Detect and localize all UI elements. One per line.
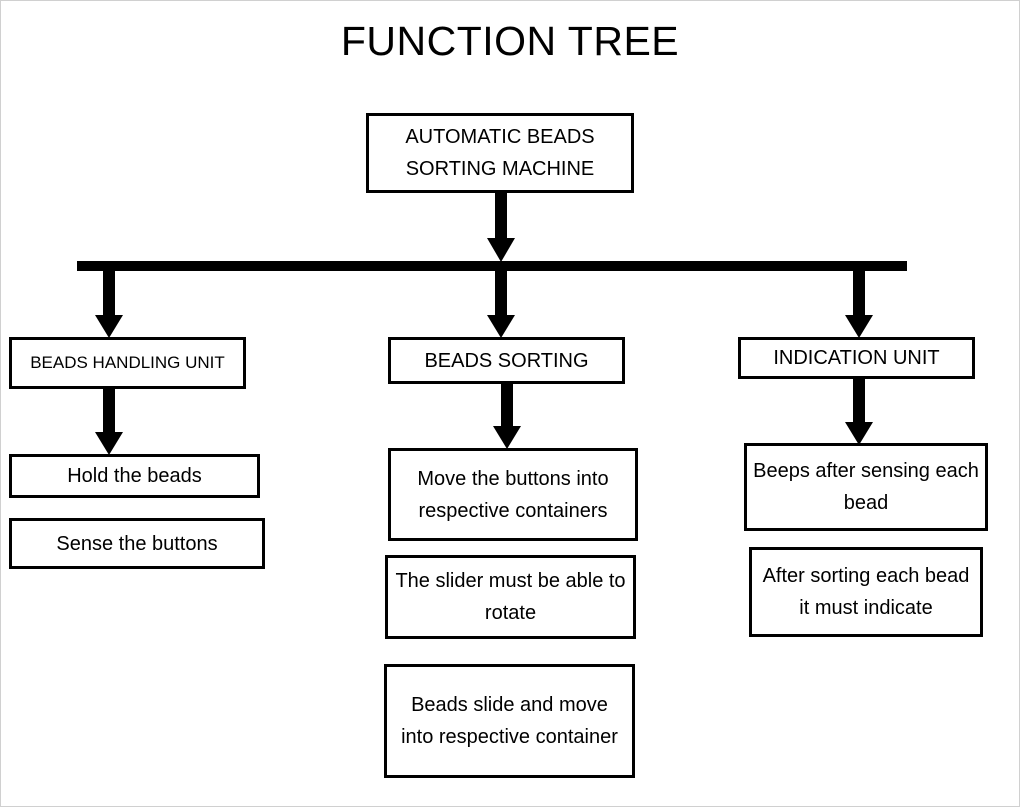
arrow-sorting-to-functions <box>493 383 521 449</box>
function-beads-slide: Beads slide and move into respective con… <box>384 664 635 778</box>
root-node: AUTOMATIC BEADS SORTING MACHINE <box>366 113 634 193</box>
arrow-handling-to-functions <box>95 388 123 455</box>
arrow-to-sorting <box>487 271 515 338</box>
function-move-buttons: Move the buttons into respective contain… <box>388 448 638 541</box>
function-sense-buttons: Sense the buttons <box>9 518 265 569</box>
function-beep: Beeps after sensing each bead <box>744 443 988 531</box>
function-slider-rotate: The slider must be able to rotate <box>385 555 636 639</box>
arrow-indication-to-functions <box>845 378 873 445</box>
arrow-root-to-bar <box>487 192 515 262</box>
arrow-to-indication-unit <box>845 271 873 338</box>
function-hold-beads: Hold the beads <box>9 454 260 498</box>
diagram-title: FUNCTION TREE <box>340 18 680 64</box>
arrow-to-handling-unit <box>95 271 123 338</box>
branch-beads-sorting: BEADS SORTING <box>388 337 625 384</box>
function-indicate-sorted: After sorting each bead it must indicate <box>749 547 983 637</box>
branch-indication-unit: INDICATION UNIT <box>738 337 975 379</box>
horizontal-connector-bar <box>77 261 907 271</box>
branch-handling-unit: BEADS HANDLING UNIT <box>9 337 246 389</box>
